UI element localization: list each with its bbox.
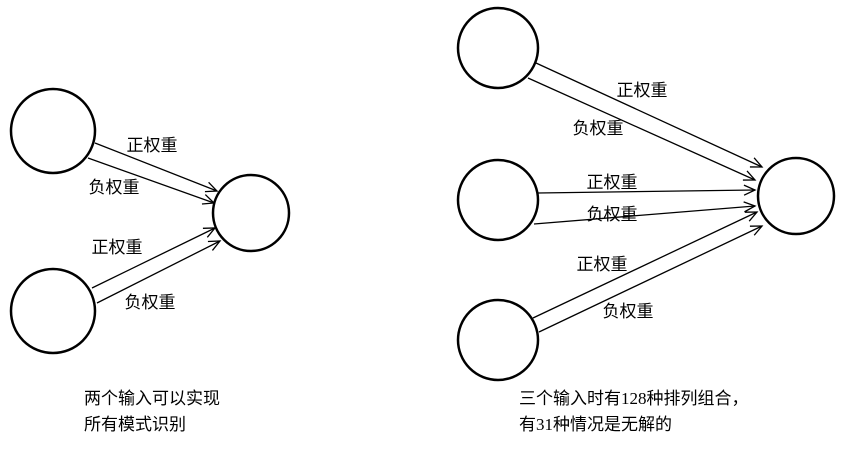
right-caption-line-2: 有31种情况是无解的 — [519, 415, 672, 434]
left-edge-label-positive-1: 正权重 — [127, 136, 178, 155]
right-edge-negative-3 — [538, 225, 764, 333]
right-caption-line-1: 三个输入时有128种排列组合， — [519, 389, 749, 408]
left-edge-positive-2 — [91, 227, 217, 289]
right-edge-label-positive-1: 正权重 — [617, 81, 668, 100]
left-caption-line-1: 两个输入可以实现 — [84, 389, 220, 408]
right-edge-positive-1 — [535, 62, 764, 168]
right-edge-label-negative-1: 负权重 — [573, 119, 624, 138]
left-edge-label-negative-1: 负权重 — [89, 178, 140, 197]
right-edge-negative-1 — [527, 77, 757, 181]
left-caption-line-2: 所有模式识别 — [84, 415, 186, 434]
left-edge-label-negative-2: 负权重 — [125, 293, 176, 312]
right-input-node-2 — [456, 158, 540, 242]
right-edge-negative-2 — [533, 201, 757, 225]
left-input-node-1 — [9, 87, 97, 175]
right-edge-label-positive-3: 正权重 — [577, 255, 628, 274]
left-edge-positive-1 — [94, 142, 219, 193]
right-input-node-1 — [456, 6, 540, 90]
right-diagram: 正权重 负权重 正权重 负权重 正权重 负权重 三个输入时有128种排列组合， … — [456, 6, 836, 434]
right-input-node-3 — [456, 298, 540, 382]
right-edge-positive-3 — [532, 211, 759, 319]
right-edge-label-negative-3: 负权重 — [603, 302, 654, 321]
left-output-node — [211, 173, 291, 253]
right-edge-label-negative-2: 负权重 — [587, 205, 638, 224]
left-edge-negative-2 — [96, 240, 222, 304]
right-edge-positive-2 — [537, 184, 757, 196]
right-output-node — [756, 156, 836, 236]
left-input-node-2 — [9, 267, 97, 355]
left-diagram: 正权重 负权重 正权重 负权重 两个输入可以实现 所有模式识别 — [9, 87, 291, 434]
right-edge-label-positive-2: 正权重 — [587, 173, 638, 192]
left-edge-negative-1 — [87, 157, 216, 205]
left-edge-label-positive-2: 正权重 — [92, 238, 143, 257]
